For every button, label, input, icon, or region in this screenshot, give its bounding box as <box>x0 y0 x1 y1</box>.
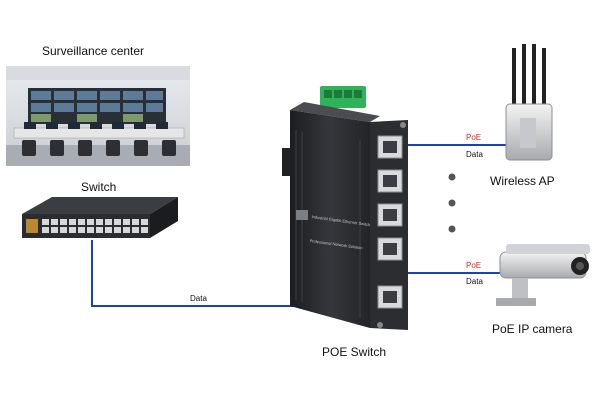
poe-ip-camera-label: PoE IP camera <box>492 322 573 336</box>
more-devices-dots <box>448 173 456 233</box>
surveillance-room-image <box>6 66 190 166</box>
camera-data-label: Data <box>466 277 483 286</box>
network-switch-image <box>22 197 178 238</box>
ap-poe-label: PoE <box>466 133 482 142</box>
camera-poe-label: PoE <box>466 261 482 270</box>
poe-switch-image <box>282 86 408 330</box>
wireless-ap-image <box>505 44 553 161</box>
switch-to-poe-data-label: Data <box>190 294 207 303</box>
ap-data-label: Data <box>466 150 483 159</box>
connection-lines <box>91 144 508 307</box>
surveillance-center-label: Surveillance center <box>42 44 145 58</box>
ip-camera-image <box>496 244 590 306</box>
switch-to-poe-line <box>91 240 382 307</box>
poe-switch-label: POE Switch <box>322 345 387 359</box>
switch-label: Switch <box>81 180 117 194</box>
wireless-ap-label: Wireless AP <box>490 174 555 188</box>
